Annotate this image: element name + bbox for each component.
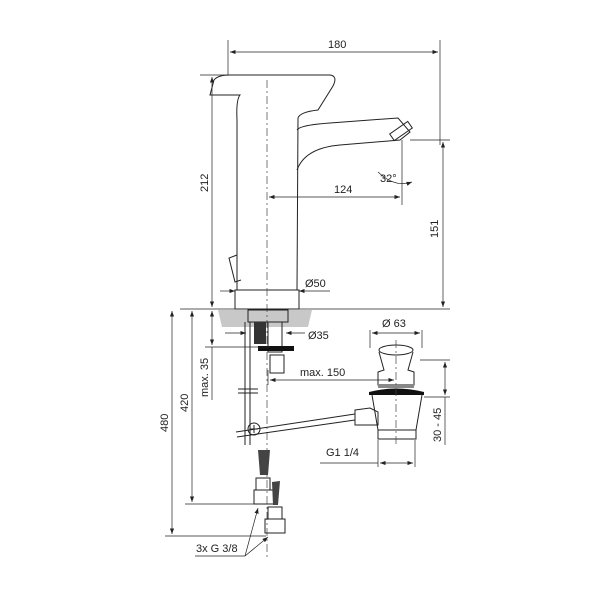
mounting-assembly [235, 309, 356, 445]
dimension-lines [165, 40, 450, 557]
label-151: 151 [429, 220, 441, 238]
label-32-deg: 32° [380, 173, 397, 185]
supply-hoses [253, 450, 286, 534]
label-180: 180 [328, 39, 346, 51]
drain-assembly [354, 340, 424, 445]
label-g1-1-4: G1 1/4 [326, 447, 359, 459]
label-dia-35: Ø35 [308, 330, 329, 342]
label-dia-63: Ø 63 [382, 318, 406, 330]
label-30-45: 30 - 45 [432, 408, 444, 442]
faucet-body [209, 74, 414, 560]
label-124: 124 [334, 184, 352, 196]
label-212: 212 [199, 174, 211, 192]
label-dia-50: Ø50 [305, 278, 326, 290]
label-max-150: max. 150 [300, 367, 345, 379]
label-3x-g-3-8: 3x G 3/8 [196, 543, 238, 555]
label-max-35: max. 35 [199, 358, 211, 397]
label-480: 480 [159, 414, 171, 432]
label-420: 420 [179, 394, 191, 412]
